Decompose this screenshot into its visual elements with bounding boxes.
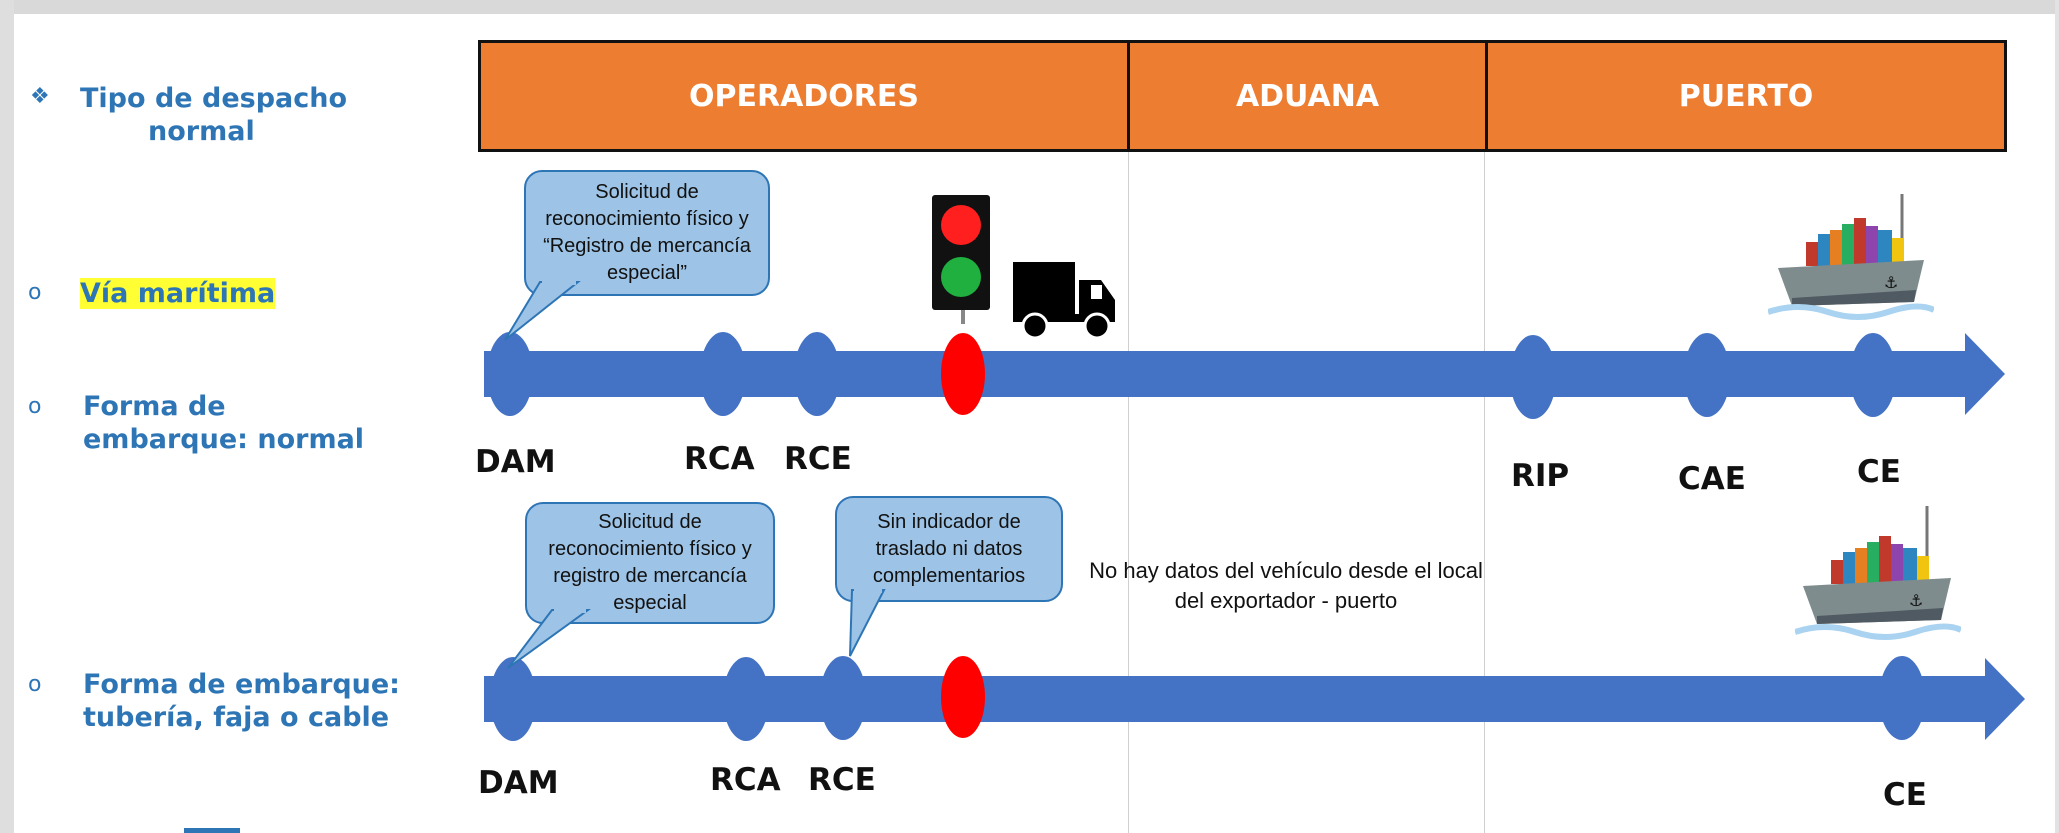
label-rce-2: RCE [808, 762, 876, 798]
svg-text:⚓: ⚓ [1909, 591, 1923, 610]
label-dam-1: DAM [475, 444, 556, 480]
forma2-line2: tubería, faja o cable [83, 702, 390, 733]
node-ce-1 [1850, 333, 1896, 417]
callout-tail-3 [849, 589, 886, 657]
label-rca-2: RCA [710, 762, 781, 798]
label-rce-1: RCE [784, 441, 852, 477]
circle-bullet-icon: o [28, 280, 42, 305]
node-red-signal-1 [941, 333, 985, 415]
traffic-light-pole [961, 310, 965, 324]
label-rca-1: RCA [684, 441, 755, 477]
forma1-line2: embarque: normal [83, 424, 365, 455]
node-rip [1510, 335, 1556, 419]
timeline-bar-2 [484, 676, 1987, 722]
note-no-vehicle-data: No hay datos del vehículo desde el local… [1066, 556, 1506, 616]
circle-bullet-icon: o [28, 672, 42, 697]
forma2-line1: Forma de embarque: [83, 669, 400, 700]
red-light-icon [941, 205, 981, 245]
timeline-arrowhead-2 [1985, 658, 2025, 740]
node-dam-1 [487, 332, 533, 416]
window-frame-top [0, 0, 2059, 14]
column-divider-aduana [1128, 152, 1129, 833]
forma-embarque-normal-label: Forma de embarque: normal [83, 390, 364, 456]
label-rip: RIP [1511, 458, 1570, 494]
diamond-bullet-icon: ❖ [30, 84, 50, 109]
cargo-ship-icon: ⚓ [1768, 194, 1934, 320]
header-aduana: ADUANA [1127, 40, 1488, 152]
node-ce-2 [1879, 656, 1925, 740]
cargo-ship-icon: ⚓ [1795, 506, 1961, 640]
callout-tail-2 [507, 609, 592, 669]
column-divider-puerto [1484, 152, 1485, 833]
timeline-arrowhead-1 [1965, 333, 2005, 415]
node-rca-1 [700, 332, 746, 416]
dispatch-type-title: Tipo de despacho normal [80, 82, 347, 148]
dispatch-type-line1: Tipo de despacho [80, 83, 348, 114]
label-ce-2: CE [1883, 777, 1927, 813]
callout-tail-1 [504, 281, 581, 341]
node-cae [1684, 333, 1730, 417]
label-cae: CAE [1678, 461, 1746, 497]
note-line1: No hay datos del vehículo desde el local [1089, 558, 1483, 583]
forma1-line1: Forma de [83, 391, 226, 422]
node-red-signal-2 [941, 656, 985, 738]
callout-solicitud-2: Solicitud de reconocimiento físico y reg… [525, 502, 775, 624]
dispatch-type-line2: normal [148, 116, 255, 147]
circle-bullet-icon: o [28, 394, 42, 419]
green-light-icon [941, 257, 981, 297]
header-puerto: PUERTO [1485, 40, 2007, 152]
via-maritima-label: Vía marítima [80, 278, 276, 309]
label-dam-2: DAM [478, 765, 559, 801]
truck-icon [1013, 262, 1115, 340]
node-rce-1 [794, 332, 840, 416]
forma-embarque-tuberia-label: Forma de embarque: tubería, faja o cable [83, 668, 400, 734]
label-ce-1: CE [1857, 454, 1901, 490]
callout-sin-indicador: Sin indicador de traslado ni datos compl… [835, 496, 1063, 602]
traffic-light-icon [932, 195, 990, 310]
window-frame-right [2055, 0, 2059, 833]
callout-solicitud-1: Solicitud de reconocimiento físico y “Re… [524, 170, 770, 296]
node-rce-2 [820, 656, 866, 740]
node-rca-2 [723, 657, 769, 741]
note-line2: del exportador - puerto [1174, 588, 1398, 613]
svg-text:⚓: ⚓ [1884, 273, 1898, 292]
header-operadores: OPERADORES [478, 40, 1130, 152]
slide-marker [184, 828, 240, 833]
window-frame-left [0, 0, 14, 833]
node-dam-2 [490, 657, 536, 741]
